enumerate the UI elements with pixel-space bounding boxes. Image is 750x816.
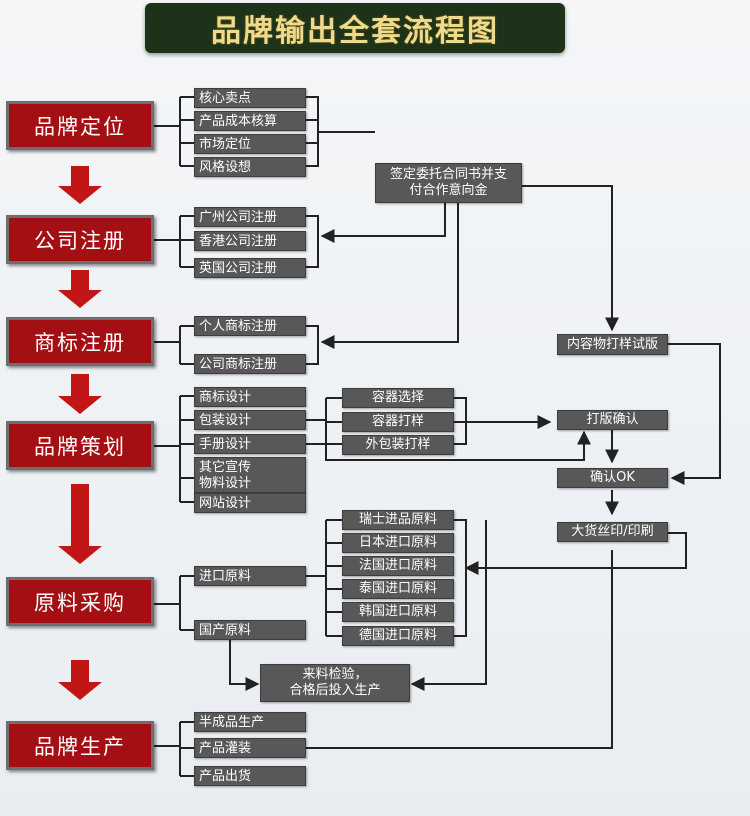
stage-trademark-registration: 商标注册 bbox=[6, 317, 154, 366]
node-container-item: 外包装打样 bbox=[342, 435, 454, 455]
node-planning-item: 网站设计 bbox=[194, 493, 306, 513]
node-container-item: 容器打样 bbox=[342, 412, 454, 432]
stage-material-sourcing: 原料采购 bbox=[6, 577, 154, 626]
node-planning-item: 手册设计 bbox=[194, 434, 306, 454]
node-positioning-item: 核心卖点 bbox=[194, 88, 306, 108]
node-confirm: 确认OK bbox=[557, 468, 668, 488]
node-trademark-item: 个人商标注册 bbox=[194, 316, 306, 336]
node-registration-item: 广州公司注册 bbox=[194, 207, 306, 227]
stage-brand-positioning: 品牌定位 bbox=[6, 101, 154, 150]
node-positioning-item: 产品成本核算 bbox=[194, 111, 306, 131]
stage-brand-production: 品牌生产 bbox=[6, 721, 154, 770]
node-planning-item: 包装设计 bbox=[194, 410, 306, 430]
node-imported-item: 泰国进口原料 bbox=[342, 579, 454, 599]
node-positioning-item: 风格设想 bbox=[194, 157, 306, 177]
node-sample: 内容物打样试版 bbox=[557, 334, 668, 355]
node-imported-item: 法国进口原料 bbox=[342, 556, 454, 576]
down-arrow-icon bbox=[58, 660, 102, 702]
title-banner: 品牌输出全套流程图 bbox=[145, 3, 565, 53]
stage-label: 品牌定位 bbox=[34, 114, 126, 139]
node-production-item: 半成品生产 bbox=[194, 712, 306, 732]
node-imported-item: 瑞士进品原料 bbox=[342, 510, 454, 530]
down-arrow-icon bbox=[58, 166, 102, 204]
node-production-item: 产品出货 bbox=[194, 766, 306, 786]
page-title: 品牌输出全套流程图 bbox=[211, 14, 499, 49]
node-printing: 大货丝印/印刷 bbox=[557, 522, 668, 542]
node-inspection: 来料检验， 合格后投入生产 bbox=[260, 664, 410, 702]
node-planning-item: 商标设计 bbox=[194, 387, 306, 407]
node-planning-item: 其它宣传 物料设计 bbox=[194, 457, 306, 493]
stage-label: 公司注册 bbox=[34, 228, 126, 253]
stage-company-registration: 公司注册 bbox=[6, 215, 154, 264]
stage-label: 品牌策划 bbox=[34, 434, 126, 459]
down-arrow-icon bbox=[58, 270, 102, 308]
node-production-item: 产品灌装 bbox=[194, 738, 306, 758]
node-imported-item: 韩国进口原料 bbox=[342, 602, 454, 622]
stage-label: 商标注册 bbox=[34, 330, 126, 355]
node-positioning-item: 市场定位 bbox=[194, 134, 306, 154]
node-imported-item: 德国进口原料 bbox=[342, 626, 454, 646]
node-proof: 打版确认 bbox=[557, 410, 668, 430]
node-imported-item: 日本进口原料 bbox=[342, 533, 454, 553]
node-trademark-item: 公司商标注册 bbox=[194, 354, 306, 374]
node-registration-item: 英国公司注册 bbox=[194, 258, 306, 278]
down-arrow-icon bbox=[58, 374, 102, 414]
node-container-item: 容器选择 bbox=[342, 388, 454, 408]
stage-label: 品牌生产 bbox=[34, 734, 126, 759]
node-registration-item: 香港公司注册 bbox=[194, 231, 306, 251]
stage-brand-planning: 品牌策划 bbox=[6, 421, 154, 470]
node-sourcing-item: 进口原料 bbox=[194, 566, 306, 586]
stage-label: 原料采购 bbox=[34, 590, 126, 615]
node-contract: 签定委托合同书并支 付合作意向金 bbox=[375, 163, 522, 203]
node-sourcing-item: 国产原料 bbox=[194, 620, 306, 640]
down-arrow-icon bbox=[58, 484, 102, 566]
